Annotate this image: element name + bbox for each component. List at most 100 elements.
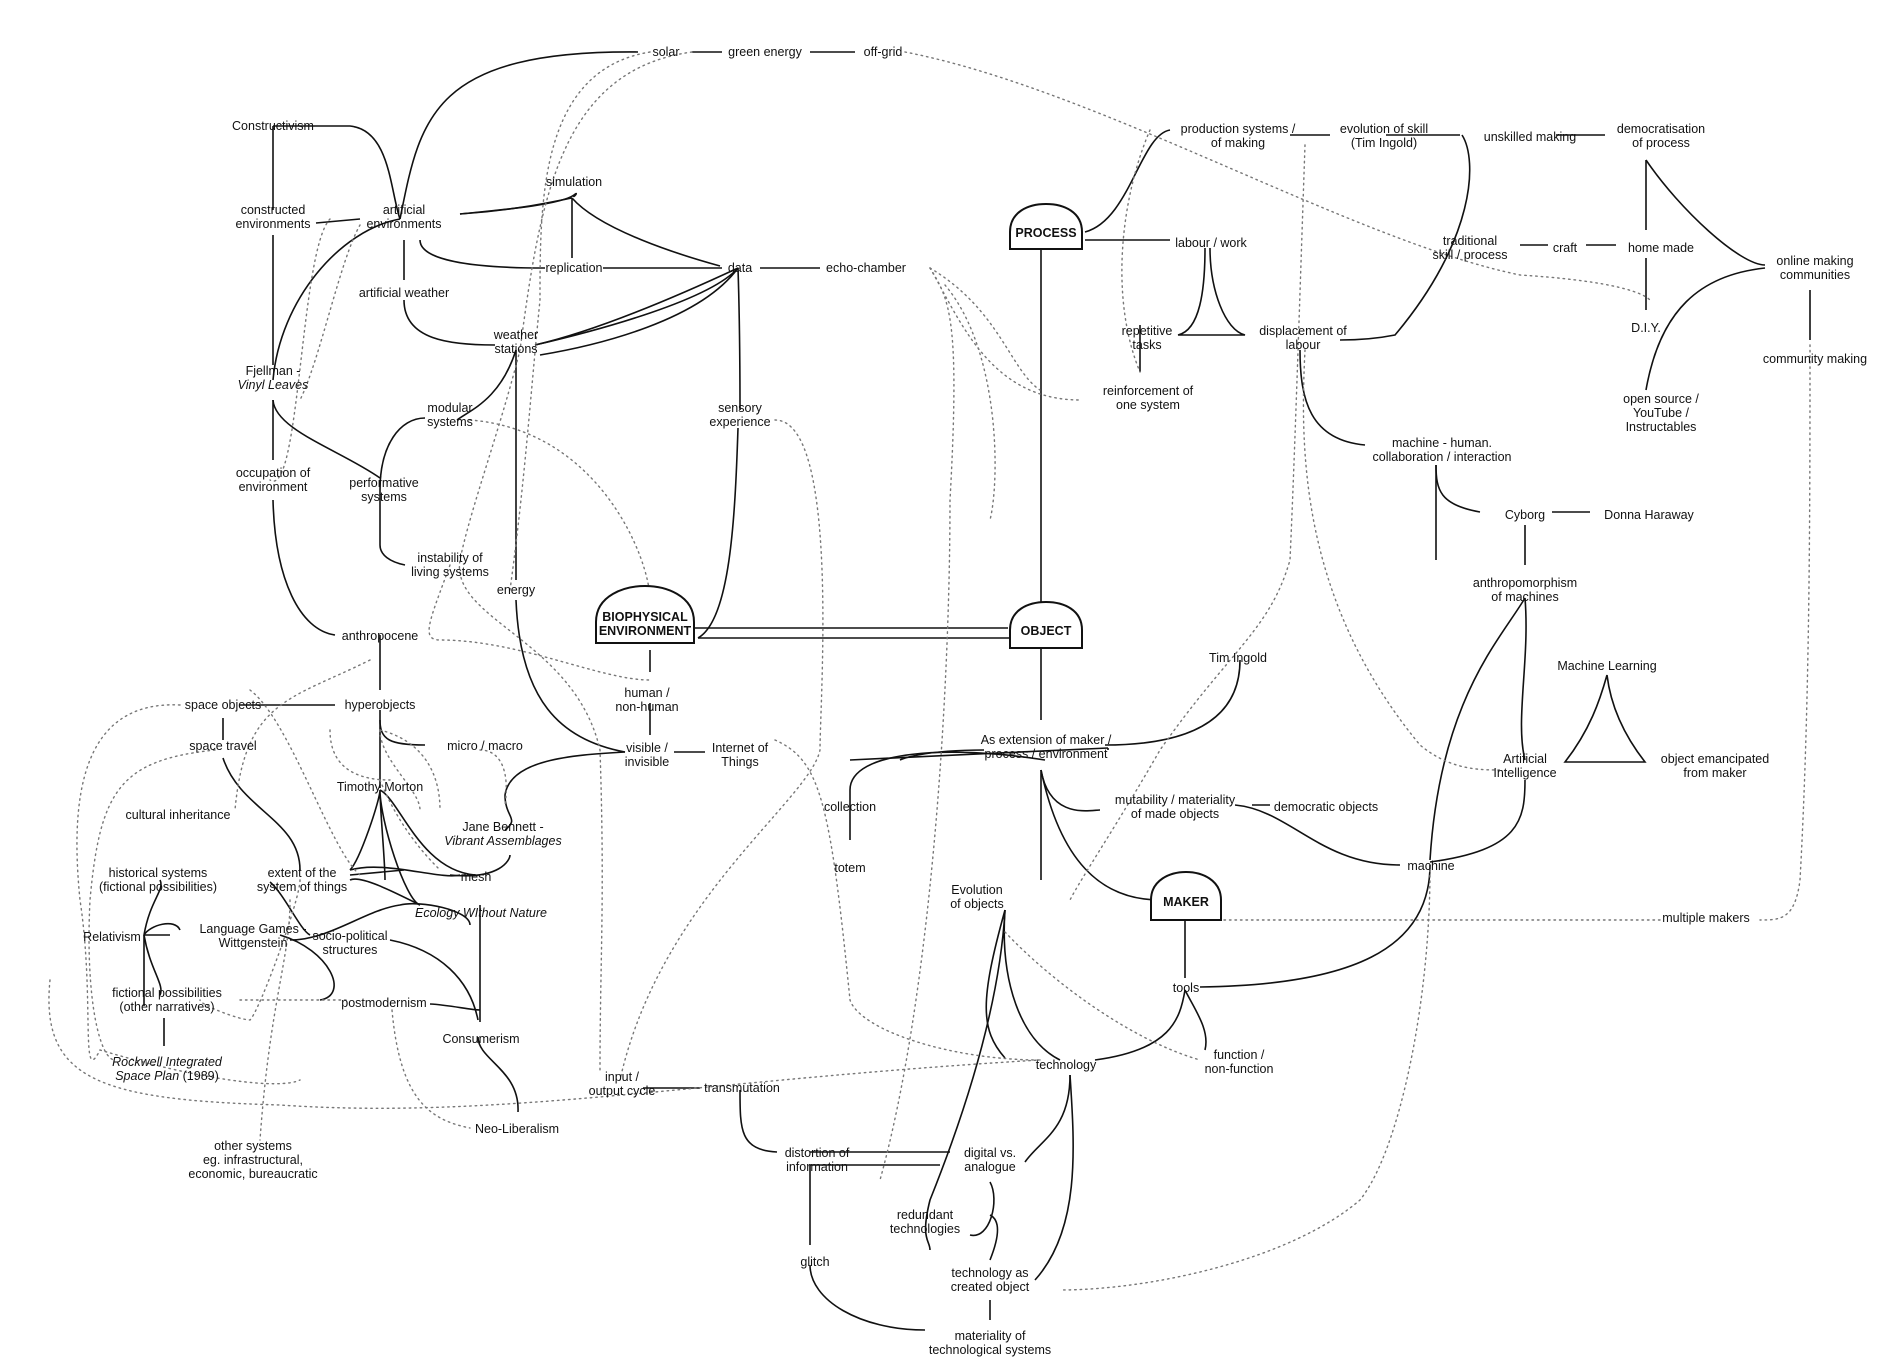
node-line: environment	[239, 480, 308, 494]
node-line: living systems	[411, 565, 489, 579]
node-line: simulation	[546, 175, 602, 189]
node-replication: replication	[546, 261, 603, 275]
node-evolution-skill: evolution of skill(Tim Ingold)	[1340, 122, 1428, 150]
node-function: function /non-function	[1205, 1048, 1274, 1076]
hub-biophysical-line-1: BIOPHYSICAL	[602, 610, 688, 624]
node-line: space travel	[189, 739, 256, 753]
node-line: technology as	[951, 1266, 1028, 1280]
node-line: occupation of	[236, 466, 311, 480]
node-line: experience	[709, 415, 770, 429]
node-extension-maker: As extension of maker /process / environ…	[981, 733, 1112, 761]
node-line: created object	[951, 1280, 1030, 1294]
node-line: Machine Learning	[1557, 659, 1656, 673]
node-line: mutability / materiality	[1115, 793, 1236, 807]
node-line: reinforcement of	[1103, 384, 1194, 398]
node-transmutation: transmutation	[704, 1081, 780, 1095]
node-human-nonhuman: human /non-human	[615, 686, 678, 714]
hub-maker: MAKER	[1150, 870, 1222, 921]
node-line: online making	[1776, 254, 1853, 268]
node-line: artificial	[383, 203, 425, 217]
node-line: displacement of	[1259, 324, 1347, 338]
node-consumerism: Consumerism	[442, 1032, 519, 1046]
node-data: data	[728, 261, 752, 275]
node-line: totem	[834, 861, 865, 875]
node-line: constructed	[241, 203, 306, 217]
node-line: extent of the	[268, 866, 337, 880]
node-simulation: simulation	[546, 175, 602, 189]
node-democratic-objects: democratic objects	[1274, 800, 1378, 814]
node-micro-macro: micro / macro	[447, 739, 523, 753]
node-line: object emancipated	[1661, 752, 1769, 766]
hub-biophysical-line-2: ENVIRONMENT	[599, 624, 692, 638]
node-unskilled-making: unskilled making	[1484, 130, 1576, 144]
node-line: system of things	[257, 880, 347, 894]
hub-maker-label: MAKER	[1163, 895, 1209, 909]
node-line: Timothy Morton	[337, 780, 423, 794]
node-line: communities	[1780, 268, 1850, 282]
node-machine-learning: Machine Learning	[1557, 659, 1656, 673]
node-visible-invisible: visible /invisible	[625, 741, 670, 769]
node-energy: energy	[497, 583, 536, 597]
node-line: systems	[361, 490, 407, 504]
node-line: repetitive	[1122, 324, 1173, 338]
node-line: weather	[493, 328, 538, 342]
node-line: artificial weather	[359, 286, 449, 300]
node-line: modular	[427, 401, 472, 415]
node-line: collaboration / interaction	[1373, 450, 1512, 464]
node-line: Things	[721, 755, 759, 769]
node-line: Vibrant Assemblages	[444, 834, 561, 848]
node-neo-liberalism: Neo-Liberalism	[475, 1122, 559, 1136]
node-line: non-human	[615, 700, 678, 714]
node-line: Artificial	[1503, 752, 1547, 766]
node-line: unskilled making	[1484, 130, 1576, 144]
node-line: transmutation	[704, 1081, 780, 1095]
node-line: redundant	[897, 1208, 954, 1222]
node-constructivism: Constructivism	[232, 119, 314, 133]
hub-process-label: PROCESS	[1015, 226, 1076, 240]
node-diy: D.I.Y.	[1631, 321, 1661, 335]
node-solar: solar	[652, 45, 679, 59]
node-line: replication	[546, 261, 603, 275]
node-line: cultural inheritance	[126, 808, 231, 822]
node-line: off-grid	[864, 45, 903, 59]
node-line: production systems /	[1181, 122, 1296, 136]
node-line: labour / work	[1175, 236, 1247, 250]
node-line: glitch	[800, 1255, 829, 1269]
node-community-making: community making	[1763, 352, 1867, 366]
node-line: of making	[1211, 136, 1265, 150]
node-line: distortion of	[785, 1146, 850, 1160]
node-line: community making	[1763, 352, 1867, 366]
node-line: Intelligence	[1493, 766, 1556, 780]
node-line: green energy	[728, 45, 802, 59]
node-multiple-makers: multiple makers	[1662, 911, 1750, 925]
node-line: home made	[1628, 241, 1694, 255]
node-line: Consumerism	[442, 1032, 519, 1046]
node-line: structures	[323, 943, 378, 957]
node-line: mesh	[461, 870, 492, 884]
node-line: Evolution	[951, 883, 1002, 897]
category-hubs: PROCESS OBJECT MAKER BIOPHYSICAL ENVIRON…	[595, 202, 1222, 921]
node-fictional-possibilities: fictional possibilities(other narratives…	[112, 986, 222, 1014]
node-line: machine - human.	[1392, 436, 1492, 450]
hub-object-label: OBJECT	[1021, 624, 1072, 638]
node-historical-systems: historical systems(fictional possibiliti…	[99, 866, 217, 894]
node-line: democratisation	[1617, 122, 1705, 136]
node-fjellman: Fjellman -Vinyl Leaves	[238, 364, 309, 392]
node-line: Ecology WIthout Nature	[415, 906, 547, 920]
node-glitch: glitch	[800, 1255, 829, 1269]
node-line: other systems	[214, 1139, 292, 1153]
